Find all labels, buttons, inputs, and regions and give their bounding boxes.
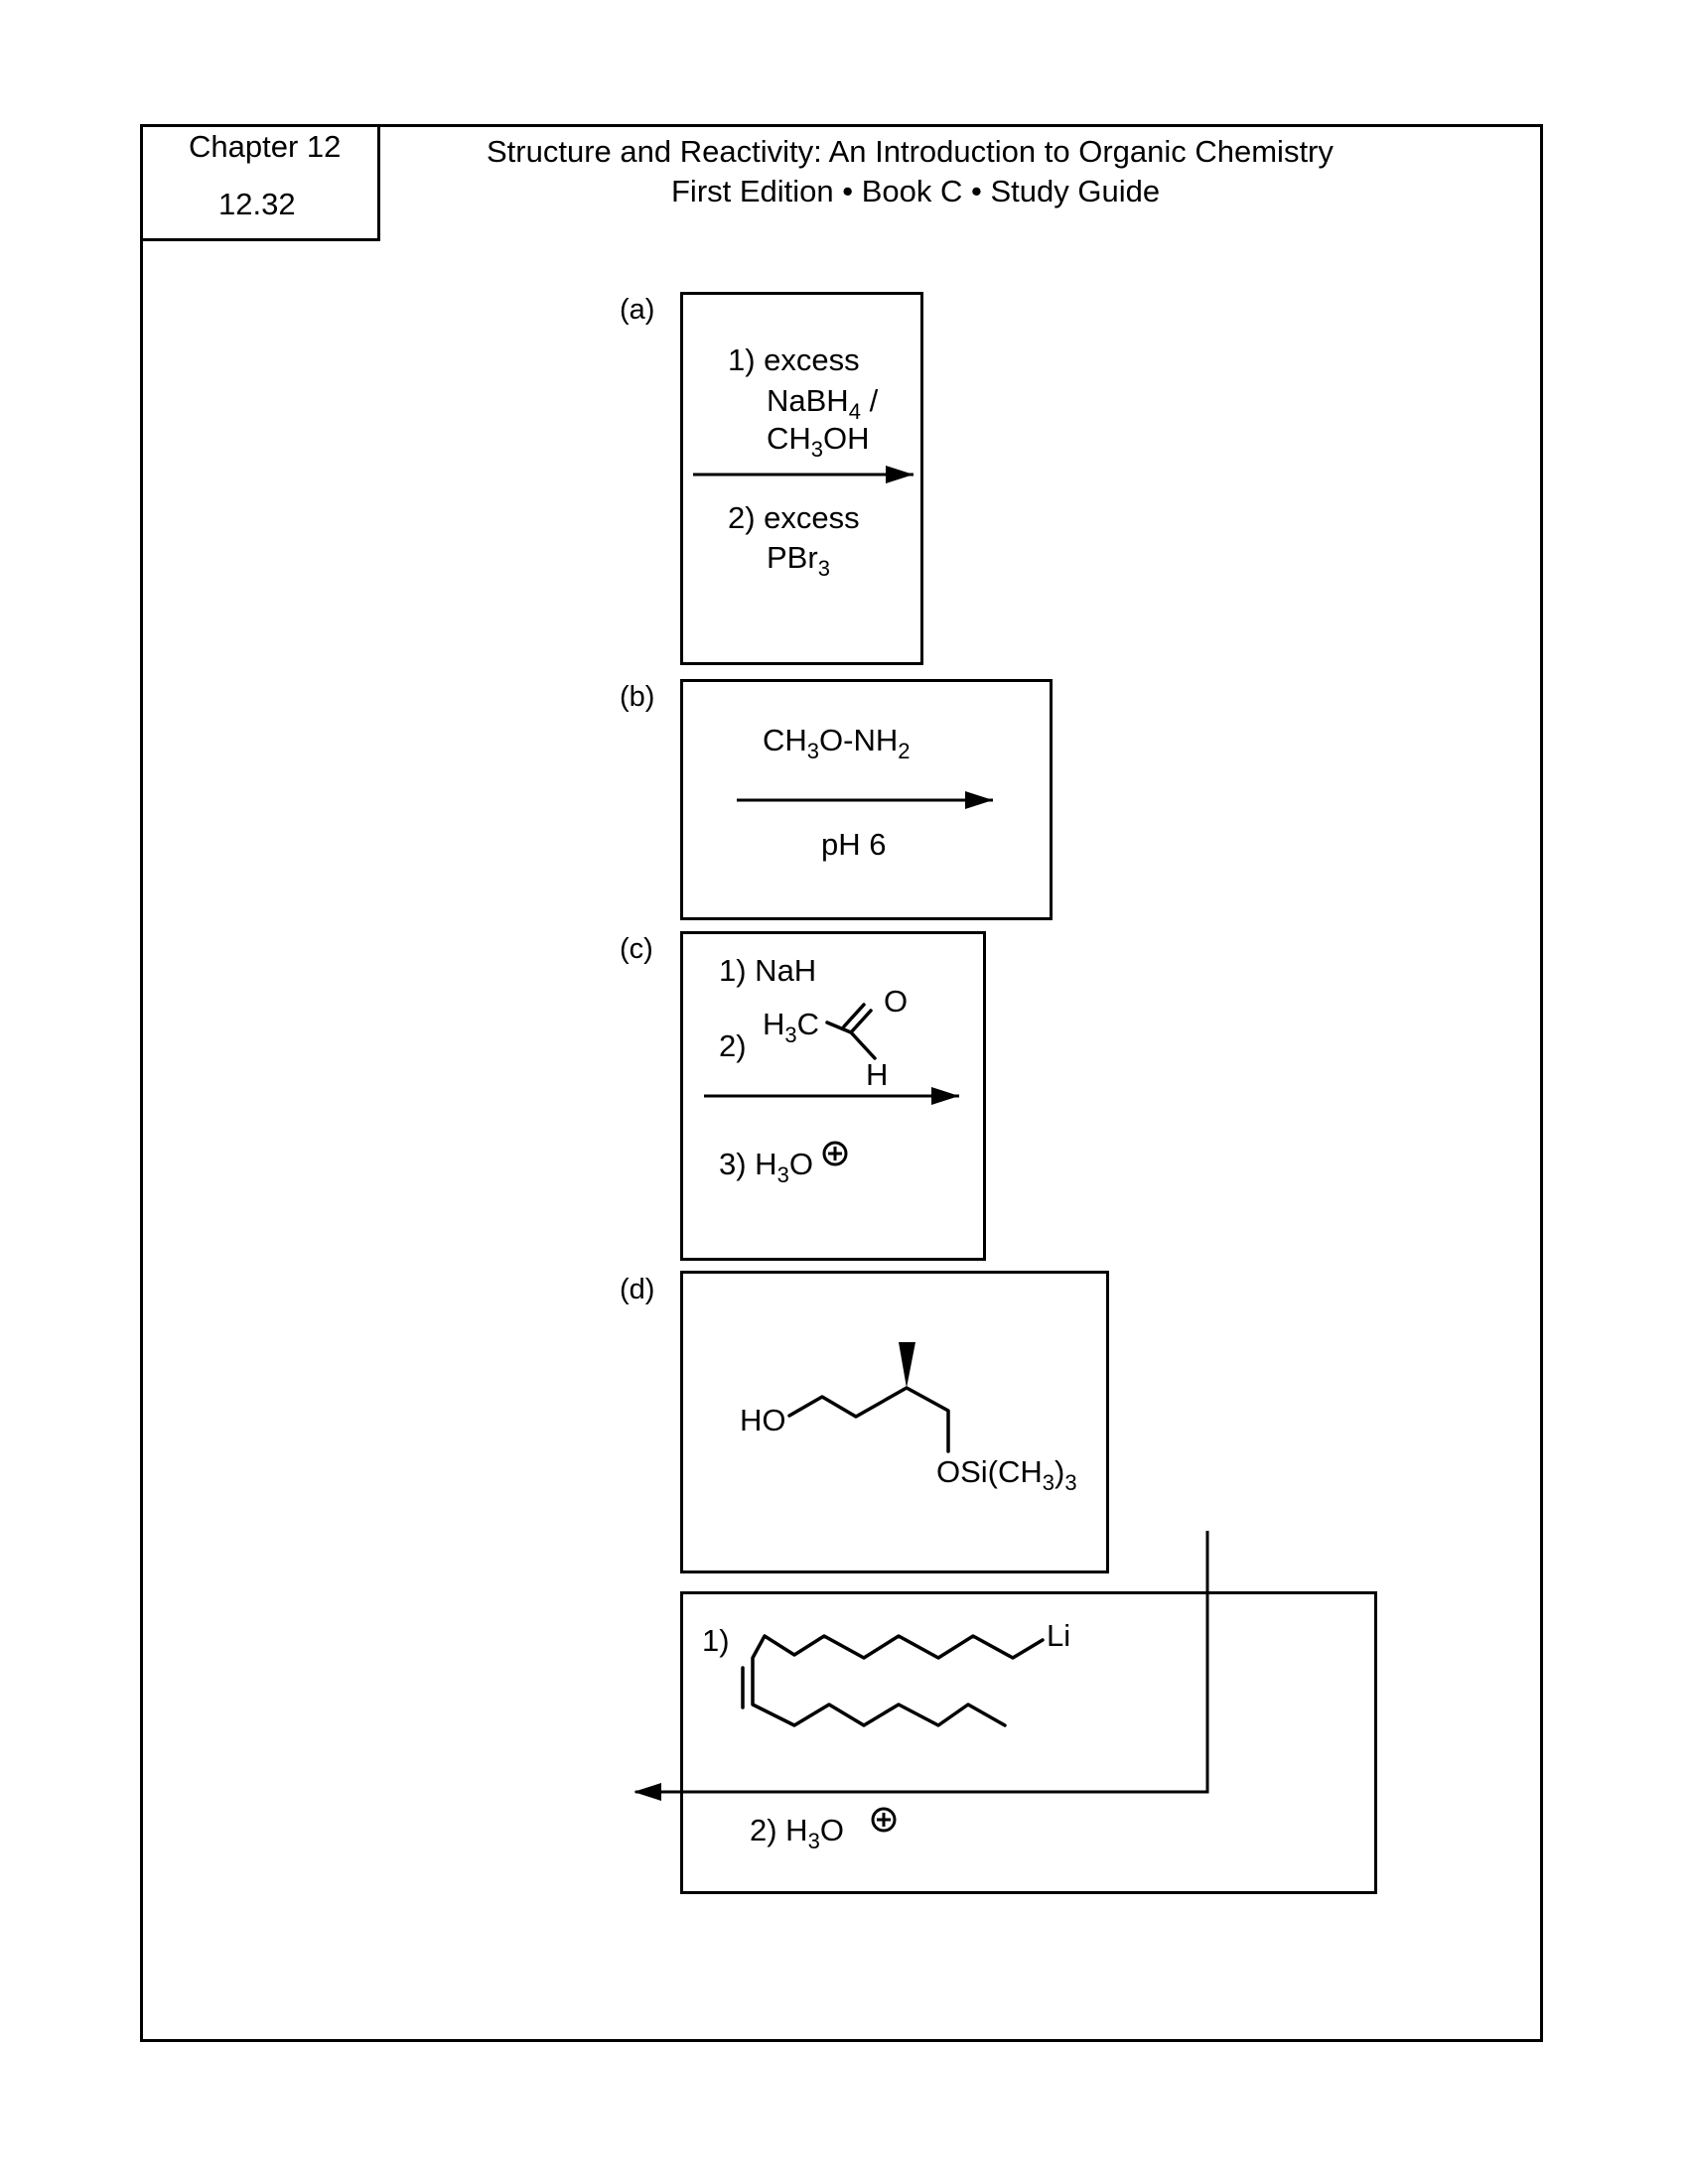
panel-b-box [680, 679, 1053, 920]
positive-charge-icon [871, 1807, 897, 1833]
silyl-ether-label: OSi(CH3)3 [936, 1454, 1077, 1495]
panel-label-a: (a) [620, 294, 655, 326]
chapter-title: Chapter 12 [189, 129, 342, 164]
acetaldehyde-hydrogen: H [866, 1057, 888, 1092]
panel-c-step2-number: 2) [719, 1028, 747, 1063]
panel-c-step3: 3) H3O [719, 1147, 813, 1187]
panel-b-arrowhead [965, 791, 993, 809]
panel-label-b: (b) [620, 681, 655, 713]
panel-d-reaction-arrow [635, 1531, 1209, 1794]
acetaldehyde-methyl-label: H3C [763, 1007, 819, 1047]
page-frame [140, 124, 1543, 2042]
panel-d-box [680, 1271, 1109, 1573]
panel-a-arrowhead [886, 466, 914, 483]
acetaldehyde-structure [825, 1003, 877, 1060]
panel-c-box [680, 931, 986, 1261]
positive-charge-icon [822, 1141, 848, 1166]
lithium-label: Li [1047, 1618, 1070, 1653]
panel-a-step2-reagent: PBr3 [767, 540, 830, 581]
book-title: Structure and Reactivity: An Introductio… [487, 134, 1334, 169]
starting-material-skeleton [787, 1342, 950, 1453]
panel-a-step1-line1: 1) excess [728, 342, 860, 377]
panel-a-step1-reagent: NaBH4 / [767, 383, 879, 424]
panel-d-step2: 2) H3O [750, 1813, 844, 1853]
panel-d-step1-number: 1) [702, 1623, 730, 1658]
problem-number: 12.32 [218, 187, 296, 221]
panel-a-box [680, 292, 923, 665]
panel-b-condition: pH 6 [821, 827, 886, 862]
panel-b-reagent: CH3O-NH2 [763, 723, 911, 763]
panel-a-step1-solvent: CH3OH [767, 421, 870, 462]
organolithium-chain [741, 1634, 1045, 1727]
acetaldehyde-oxygen: O [884, 984, 908, 1019]
hydroxyl-label: HO [740, 1403, 786, 1437]
panel-c-step1: 1) NaH [719, 953, 816, 988]
panel-c-arrowhead [931, 1087, 959, 1105]
chapter-box [140, 124, 380, 241]
panel-d-arrowhead [633, 1783, 661, 1801]
panel-label-c: (c) [620, 933, 653, 965]
panel-a-step2-line1: 2) excess [728, 500, 860, 535]
panel-d-reagent-box [680, 1591, 1377, 1894]
book-subtitle: First Edition • Book C • Study Guide [671, 174, 1161, 208]
panel-label-d: (d) [620, 1274, 655, 1305]
